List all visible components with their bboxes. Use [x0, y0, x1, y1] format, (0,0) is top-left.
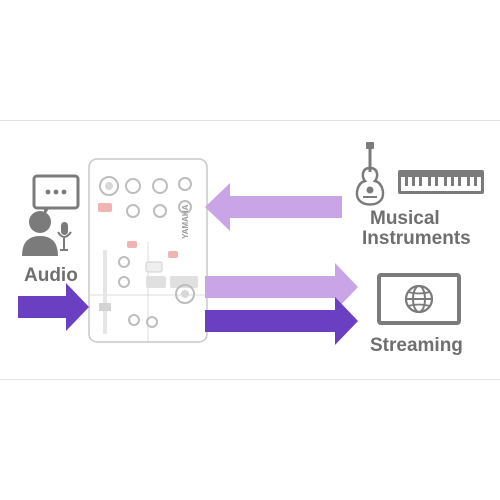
diagram-panel	[0, 120, 500, 380]
keyboard-icon	[398, 170, 484, 194]
streaming-label: Streaming	[370, 335, 463, 356]
globe-monitor-icon	[377, 273, 461, 325]
instruments-label: Musical Instruments	[362, 209, 471, 249]
guitar-icon	[355, 142, 385, 206]
instruments-input-arrow	[205, 183, 342, 231]
instruments-label-line1: Musical	[370, 208, 440, 229]
instruments-label-line2: Instruments	[362, 227, 471, 249]
monitor-output-arrow	[205, 263, 358, 311]
audio-label: Audio	[24, 265, 78, 286]
audio-input-arrow	[18, 283, 89, 331]
mixer-brand: YAMAHA	[181, 204, 190, 239]
mixer-device: YAMAHA	[88, 158, 208, 343]
chat-bubble-text: ...	[56, 195, 58, 197]
streaming-output-arrow	[205, 297, 358, 345]
speaker-icon	[22, 174, 80, 256]
